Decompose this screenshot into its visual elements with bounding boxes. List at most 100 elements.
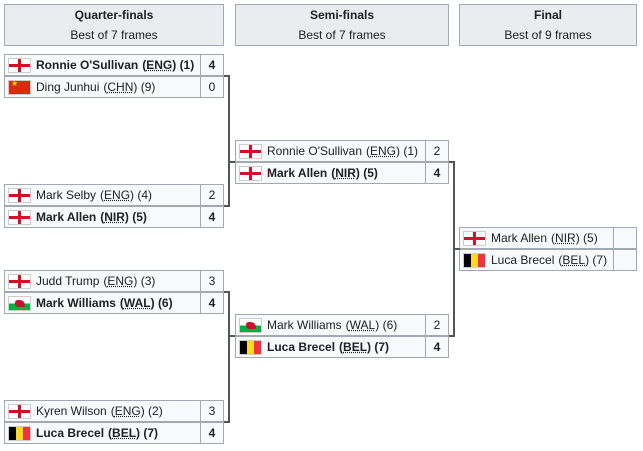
- bel-flag-icon: [8, 425, 31, 441]
- connector-line: [229, 161, 235, 163]
- player-name-link[interactable]: Mark Allen: [36, 210, 97, 224]
- connector-line: [224, 421, 229, 423]
- paren-open: (: [551, 231, 556, 245]
- nation-abbr[interactable]: NIR: [104, 210, 125, 224]
- nation-abbr[interactable]: ENG: [146, 58, 173, 72]
- nation-abbr[interactable]: NIR: [335, 166, 356, 180]
- seed: (5): [583, 231, 598, 245]
- player-team: Kyren Wilson(ENG) (2): [5, 401, 200, 421]
- seed: (2): [148, 404, 163, 418]
- paren-close: ): [130, 188, 138, 202]
- player-team: Judd Trump(ENG) (3): [5, 271, 200, 291]
- paren-close: ): [355, 166, 364, 180]
- player-name-link[interactable]: Luca Brecel: [491, 253, 555, 267]
- player-row: Mark Allen(NIR) (5): [459, 227, 637, 249]
- player-name-link[interactable]: Ronnie O'Sullivan: [36, 58, 139, 72]
- connector-line: [449, 161, 454, 163]
- nation-abbr[interactable]: WAL: [123, 296, 151, 310]
- header-semi-finals: Semi-finals Best of 7 frames: [235, 4, 449, 46]
- player-name-link[interactable]: Mark Williams: [36, 296, 116, 310]
- nation-abbr[interactable]: BEL: [562, 253, 586, 267]
- nation-abbr[interactable]: BEL: [112, 426, 137, 440]
- eng-flag-icon: [8, 403, 31, 419]
- wal-flag-icon: [8, 295, 31, 311]
- seed: (7): [143, 426, 159, 440]
- paren-close: ): [585, 253, 593, 267]
- paren-open: (: [108, 426, 113, 440]
- player-team: Ding Junhui(CHN) (9): [5, 77, 200, 97]
- player-name-link[interactable]: Mark Allen: [267, 166, 328, 180]
- chn-flag-icon: [8, 79, 31, 95]
- nir-flag-icon: [8, 209, 31, 225]
- score: 4: [425, 163, 448, 183]
- player-name-link[interactable]: Luca Brecel: [36, 426, 105, 440]
- player-name-link[interactable]: Mark Allen: [491, 231, 548, 245]
- score: 4: [200, 55, 223, 75]
- connector-line: [228, 75, 230, 207]
- nir-flag-icon: [463, 230, 486, 246]
- seed: (6): [157, 296, 173, 310]
- seed: (7): [592, 253, 608, 267]
- player-team: Luca Brecel(BEL) (7): [236, 337, 425, 357]
- seed: (7): [374, 340, 390, 354]
- nation-abbr[interactable]: ENG: [370, 144, 397, 158]
- paren-close: ): [133, 274, 141, 288]
- paren-open: (: [339, 340, 344, 354]
- header-subtitle: Best of 7 frames: [70, 28, 158, 42]
- player-row: Mark Williams(WAL) (6)4: [4, 292, 224, 314]
- eng-flag-icon: [239, 143, 262, 159]
- paren-open: (: [142, 58, 147, 72]
- nation-abbr[interactable]: ENG: [107, 274, 134, 288]
- score: 2: [425, 141, 448, 161]
- player-row: Luca Brecel(BEL) (7)4: [235, 336, 449, 358]
- nation-abbr[interactable]: ENG: [104, 188, 131, 202]
- header-title: Quarter-finals: [74, 8, 154, 22]
- paren-close: ): [136, 426, 144, 440]
- seed: (4): [137, 188, 153, 202]
- score: 4: [200, 423, 223, 443]
- player-name-link[interactable]: Luca Brecel: [267, 340, 336, 354]
- player-name-link[interactable]: Judd Trump: [36, 274, 100, 288]
- connector-line: [454, 248, 460, 250]
- player-name-link[interactable]: Ronnie O'Sullivan: [267, 144, 363, 158]
- player-row: Mark Allen(NIR) (5)4: [4, 206, 224, 228]
- header-subtitle: Best of 7 frames: [298, 28, 386, 42]
- paren-close: ): [396, 144, 404, 158]
- paren-open: (: [103, 80, 108, 94]
- player-name-link[interactable]: Mark Williams: [267, 318, 342, 332]
- bel-flag-icon: [463, 252, 486, 268]
- nation-abbr[interactable]: ENG: [114, 404, 141, 418]
- score: 3: [200, 401, 223, 421]
- paren-open: (: [100, 210, 105, 224]
- player-row: Ronnie O'Sullivan(ENG) (1)4: [4, 54, 224, 76]
- nation-abbr[interactable]: BEL: [343, 340, 368, 354]
- paren-open: (: [331, 166, 336, 180]
- player-team: Mark Allen(NIR) (5): [236, 163, 425, 183]
- player-row: Luca Brecel(BEL) (7): [459, 249, 637, 271]
- player-team: Ronnie O'Sullivan(ENG) (1): [5, 55, 200, 75]
- player-name-link[interactable]: Ding Junhui: [36, 80, 100, 94]
- paren-open: (: [100, 188, 105, 202]
- player-name-link[interactable]: Mark Selby: [36, 188, 97, 202]
- wal-flag-icon: [239, 317, 262, 333]
- connector-line: [228, 291, 230, 423]
- player-team: Ronnie O'Sullivan(ENG) (1): [236, 141, 425, 161]
- score: 4: [200, 293, 223, 313]
- header-title: Semi-finals: [309, 8, 375, 22]
- player-name-link[interactable]: Kyren Wilson: [36, 404, 107, 418]
- score: 0: [200, 77, 223, 97]
- nation-abbr[interactable]: NIR: [555, 231, 576, 245]
- connector-line: [229, 335, 235, 337]
- paren-close: ): [575, 231, 584, 245]
- nation-abbr[interactable]: CHN: [107, 80, 134, 94]
- player-row: Ding Junhui(CHN) (9)0: [4, 76, 224, 98]
- player-team: Luca Brecel(BEL) (7): [5, 423, 200, 443]
- seed: (3): [140, 274, 156, 288]
- eng-flag-icon: [8, 273, 31, 289]
- nation-abbr[interactable]: WAL: [349, 318, 376, 332]
- score: 2: [200, 185, 223, 205]
- player-row: Kyren Wilson(ENG) (2)3: [4, 400, 224, 422]
- paren-close: ): [133, 80, 141, 94]
- player-team: Mark Allen(NIR) (5): [460, 228, 613, 248]
- score: 2: [425, 315, 448, 335]
